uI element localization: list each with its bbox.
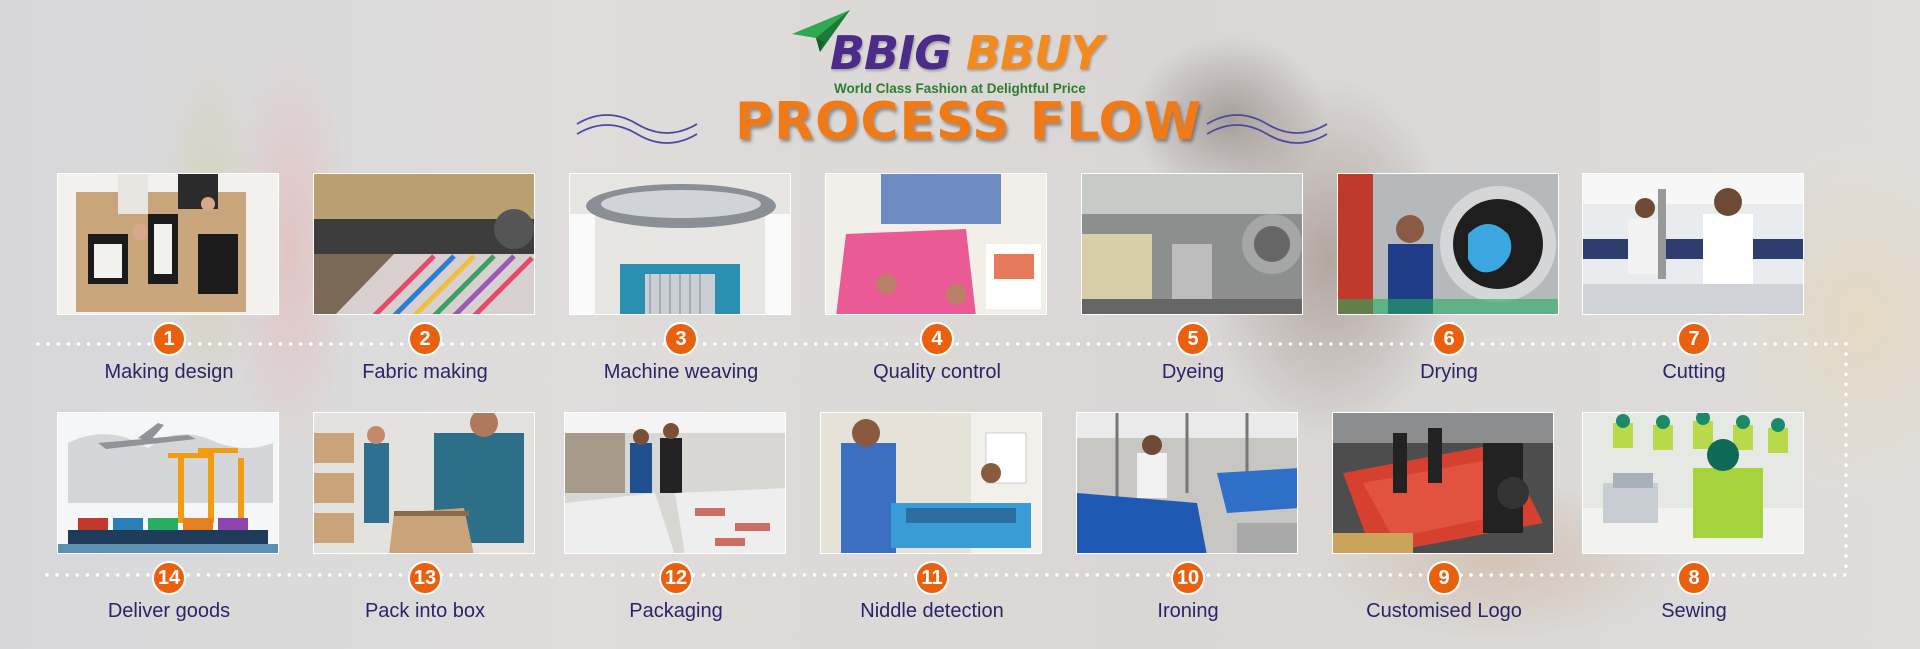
pattern-cutting-table-photo	[57, 173, 279, 315]
step-1: 1 Making design	[57, 173, 281, 383]
needle-detector-photo	[820, 412, 1042, 554]
circular-knitting-machine-photo	[569, 173, 791, 315]
step-8: 8 Sewing	[1582, 412, 1806, 622]
box-packing-photo	[313, 412, 535, 554]
packaging-bags-photo	[564, 412, 786, 554]
step-2: 2 Fabric making	[313, 173, 537, 383]
brand-tagline: World Class Fashion at Delightful Price	[834, 81, 1086, 96]
step-label: Quality control	[873, 361, 1001, 383]
step-number-badge: 14	[152, 561, 186, 595]
step-11: 11 Niddle detection	[820, 412, 1044, 622]
embroidery-machine-photo	[1332, 412, 1554, 554]
step-label: Packaging	[629, 600, 723, 622]
step-number-badge: 10	[1171, 561, 1205, 595]
step-3: 3 Machine weaving	[569, 173, 793, 383]
step-number-badge: 3	[664, 322, 698, 356]
dyeing-machines-photo	[1081, 173, 1303, 315]
step-label: Cutting	[1662, 361, 1726, 383]
header: BBIG BBUY World Class Fashion at Delight…	[0, 0, 1920, 170]
ironing-tables-photo	[1076, 412, 1298, 554]
step-number-badge: 4	[920, 322, 954, 356]
step-label: Sewing	[1661, 600, 1727, 622]
page-title: PROCESS FLOW	[735, 92, 1203, 152]
cutting-floor-photo	[1582, 173, 1804, 315]
step-label: Dyeing	[1161, 361, 1225, 383]
step-label: Deliver goods	[107, 600, 231, 622]
step-13: 13 Pack into box	[313, 412, 537, 622]
step-4: 4 Quality control	[825, 173, 1049, 383]
step-number-badge: 9	[1427, 561, 1461, 595]
brand-logo: BBIG BBUY World Class Fashion at Delight…	[790, 6, 1110, 98]
loom-fabric-photo	[313, 173, 535, 315]
step-label: Niddle detection	[860, 600, 1004, 622]
step-7: 7 Cutting	[1582, 173, 1806, 383]
step-number-badge: 5	[1176, 322, 1210, 356]
brand-name: BBIG BBUY	[830, 26, 1104, 80]
step-5: 5 Dyeing	[1081, 173, 1305, 383]
step-label: Machine weaving	[603, 361, 759, 383]
step-10: 10 Ironing	[1076, 412, 1300, 622]
step-9: 9 Customised Logo	[1332, 412, 1556, 622]
garment-inspection-photo	[825, 173, 1047, 315]
brand-name-part2: BBUY	[966, 26, 1104, 80]
sewing-line-photo	[1582, 412, 1804, 554]
step-number-badge: 2	[408, 322, 442, 356]
paper-plane-icon	[792, 10, 850, 52]
step-label: Drying	[1420, 361, 1478, 383]
step-12: 12 Packaging	[564, 412, 788, 622]
step-number-badge: 11	[915, 561, 949, 595]
step-number-badge: 7	[1677, 322, 1711, 356]
step-14: 14 Deliver goods	[57, 412, 281, 622]
step-label: Ironing	[1157, 600, 1219, 622]
step-label: Customised Logo	[1366, 600, 1522, 622]
decorative-wave-right	[1206, 114, 1328, 144]
step-label: Fabric making	[362, 361, 488, 383]
step-6: 6 Drying	[1337, 173, 1561, 383]
brand-name-part1: BBIG	[830, 26, 967, 80]
decorative-wave-left	[576, 114, 698, 144]
step-number-badge: 6	[1432, 322, 1466, 356]
step-label: Pack into box	[364, 600, 486, 622]
step-number-badge: 13	[408, 561, 442, 595]
industrial-dryer-photo	[1337, 173, 1559, 315]
step-number-badge: 1	[152, 322, 186, 356]
cargo-ship-plane-photo	[57, 412, 279, 554]
step-label: Making design	[104, 361, 234, 383]
step-number-badge: 8	[1677, 561, 1711, 595]
step-number-badge: 12	[659, 561, 693, 595]
